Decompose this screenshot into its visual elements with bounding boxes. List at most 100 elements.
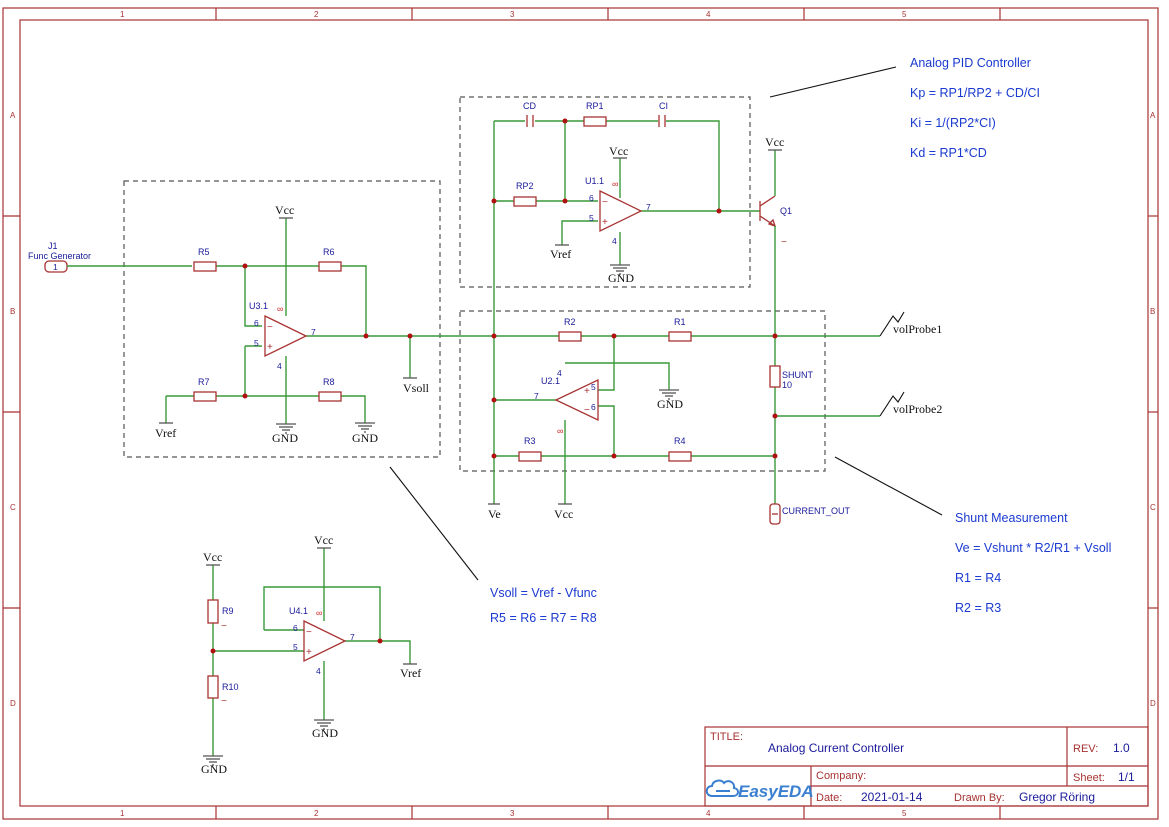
pid-note-kp: Kp = RP1/RP2 + CD/CI: [910, 86, 1040, 100]
vol-probe1-label: volProbe1: [893, 322, 942, 336]
resistor-r4[interactable]: [668, 451, 692, 462]
r4-label: R4: [674, 436, 686, 446]
vol-probe2-flag[interactable]: [879, 391, 905, 417]
vcc-u31: Vcc: [275, 203, 294, 217]
zone-col-2-bottom: 2: [314, 809, 319, 818]
rev-label: REV:: [1073, 743, 1098, 755]
zone-col-1-bottom: 1: [120, 809, 125, 818]
resistor-r2[interactable]: [558, 331, 582, 342]
transistor-q1[interactable]: [759, 150, 777, 366]
r3-label: R3: [524, 436, 536, 446]
opamp-u3-1[interactable]: [264, 314, 308, 358]
j1-pin-label: 1: [53, 262, 58, 272]
opamp-u4-1[interactable]: [303, 619, 347, 663]
gnd-r10: GND: [201, 762, 227, 776]
u41-label: U4.1: [289, 606, 308, 616]
resistor-r6[interactable]: [318, 261, 342, 272]
u41-pin7: 7: [350, 632, 355, 642]
resistor-r9[interactable]: [207, 599, 219, 624]
opamp-u1-1[interactable]: [599, 189, 643, 233]
u21-pin6: 6: [591, 402, 596, 412]
group-box-pid: [459, 96, 751, 288]
vsoll-note-r: R5 = R6 = R7 = R8: [490, 611, 597, 625]
gnd-u41: GND: [312, 726, 338, 740]
vcc-q1: Vcc: [765, 135, 784, 149]
gnd-u21: GND: [657, 397, 683, 411]
vref-r7: Vref: [155, 426, 176, 440]
u21-infinity: ∞: [557, 426, 563, 436]
resistor-shunt[interactable]: [769, 365, 781, 388]
u11-pin5: 5: [589, 213, 594, 223]
title-label: TITLE:: [710, 731, 743, 743]
opamp-u2-1[interactable]: [554, 378, 599, 422]
zone-col-1: 1: [120, 10, 125, 19]
r9-label: R9: [222, 606, 234, 616]
u31-minus: −: [267, 322, 273, 333]
capacitor-ci[interactable]: [658, 115, 666, 127]
easyeda-logo: EasyEDA: [738, 782, 814, 801]
r10-label: R10: [222, 682, 239, 692]
u31-pin4: 4: [277, 361, 282, 371]
r6-label: R6: [323, 247, 335, 257]
r9-minus: −: [221, 621, 227, 632]
u21-pin4: 4: [557, 368, 562, 378]
u41-pin4: 4: [316, 666, 321, 676]
resistor-r10[interactable]: [207, 675, 219, 699]
shunt-note-r1: R1 = R4: [955, 571, 1001, 585]
u41-infinity: ∞: [316, 608, 322, 618]
vol-probe2-label: volProbe2: [893, 402, 942, 416]
resistor-r8[interactable]: [318, 391, 342, 402]
r8-label: R8: [323, 377, 335, 387]
u41-plus: +: [306, 647, 312, 658]
u31-label: U3.1: [249, 301, 268, 311]
pid-circuit: CD CI RP1 RP2 − + U1.1 ∞ 6 5 7 4 Vcc GND…: [491, 101, 760, 504]
zone-row-b-right: B: [1150, 307, 1155, 316]
subtractor-circuit: 1 J1 Func Generator R5 R6 R7 R8 − + U3.1…: [28, 203, 460, 445]
u31-infinity: ∞: [277, 304, 283, 314]
resistor-rp1[interactable]: [583, 116, 607, 127]
rp1-label: RP1: [586, 101, 604, 111]
r1-label: R1: [674, 317, 686, 327]
vref-buffer-circuit: R9 − R10 − − + U4.1 ∞ 6 5 7 4 Vcc Vcc GN…: [201, 533, 421, 776]
u21-minus: −: [584, 405, 590, 416]
zone-col-3: 3: [510, 10, 515, 19]
capacitor-cd[interactable]: [526, 115, 534, 127]
resistor-r3[interactable]: [518, 451, 542, 462]
shunt-label: SHUNT: [782, 370, 814, 380]
zone-row-d: D: [10, 699, 16, 708]
shunt-note-pointer: [834, 456, 943, 516]
zone-col-4: 4: [706, 10, 711, 19]
shunt-note-r2: R2 = R3: [955, 601, 1001, 615]
u21-pin5: 5: [591, 382, 596, 392]
shunt-note-title: Shunt Measurement: [955, 511, 1068, 525]
u11-pin7: 7: [646, 202, 651, 212]
gnd-r8: GND: [352, 431, 378, 445]
u11-pin4: 4: [612, 236, 617, 246]
r10-minus: −: [221, 696, 227, 707]
sheet-value: 1/1: [1118, 770, 1135, 784]
vref-net: Vref: [400, 666, 421, 680]
group-box-shunt: [459, 310, 826, 472]
shunt-circuit: R2 R1 R3 R4 SHUNT 10 + − U2.1 ∞ 5 6 7 4 …: [460, 311, 942, 525]
u41-pin5: 5: [293, 642, 298, 652]
j1-value: Func Generator: [28, 251, 91, 261]
resistor-r7[interactable]: [193, 391, 217, 402]
j1-ref: J1: [48, 241, 58, 251]
vcc-u11: Vcc: [609, 144, 628, 158]
resistor-rp2[interactable]: [513, 196, 537, 207]
u11-pin6: 6: [589, 193, 594, 203]
drawn-by-label: Drawn By:: [954, 792, 1005, 804]
resistor-r1[interactable]: [668, 331, 692, 342]
vol-probe1-flag[interactable]: [879, 311, 905, 337]
title-block: TITLE: Analog Current Controller REV: 1.…: [704, 726, 1149, 807]
r7-label: R7: [198, 377, 210, 387]
zone-row-d-right: D: [1150, 699, 1156, 708]
cloud-logo-icon: [705, 779, 739, 797]
pid-note-title: Analog PID Controller: [910, 56, 1031, 70]
zone-col-5: 5: [902, 10, 907, 19]
pid-note-kd: Kd = RP1*CD: [910, 146, 987, 160]
u11-plus: +: [602, 217, 608, 228]
resistor-r5[interactable]: [193, 261, 217, 272]
vsoll-net: Vsoll: [403, 381, 430, 395]
gnd-u31: GND: [272, 431, 298, 445]
